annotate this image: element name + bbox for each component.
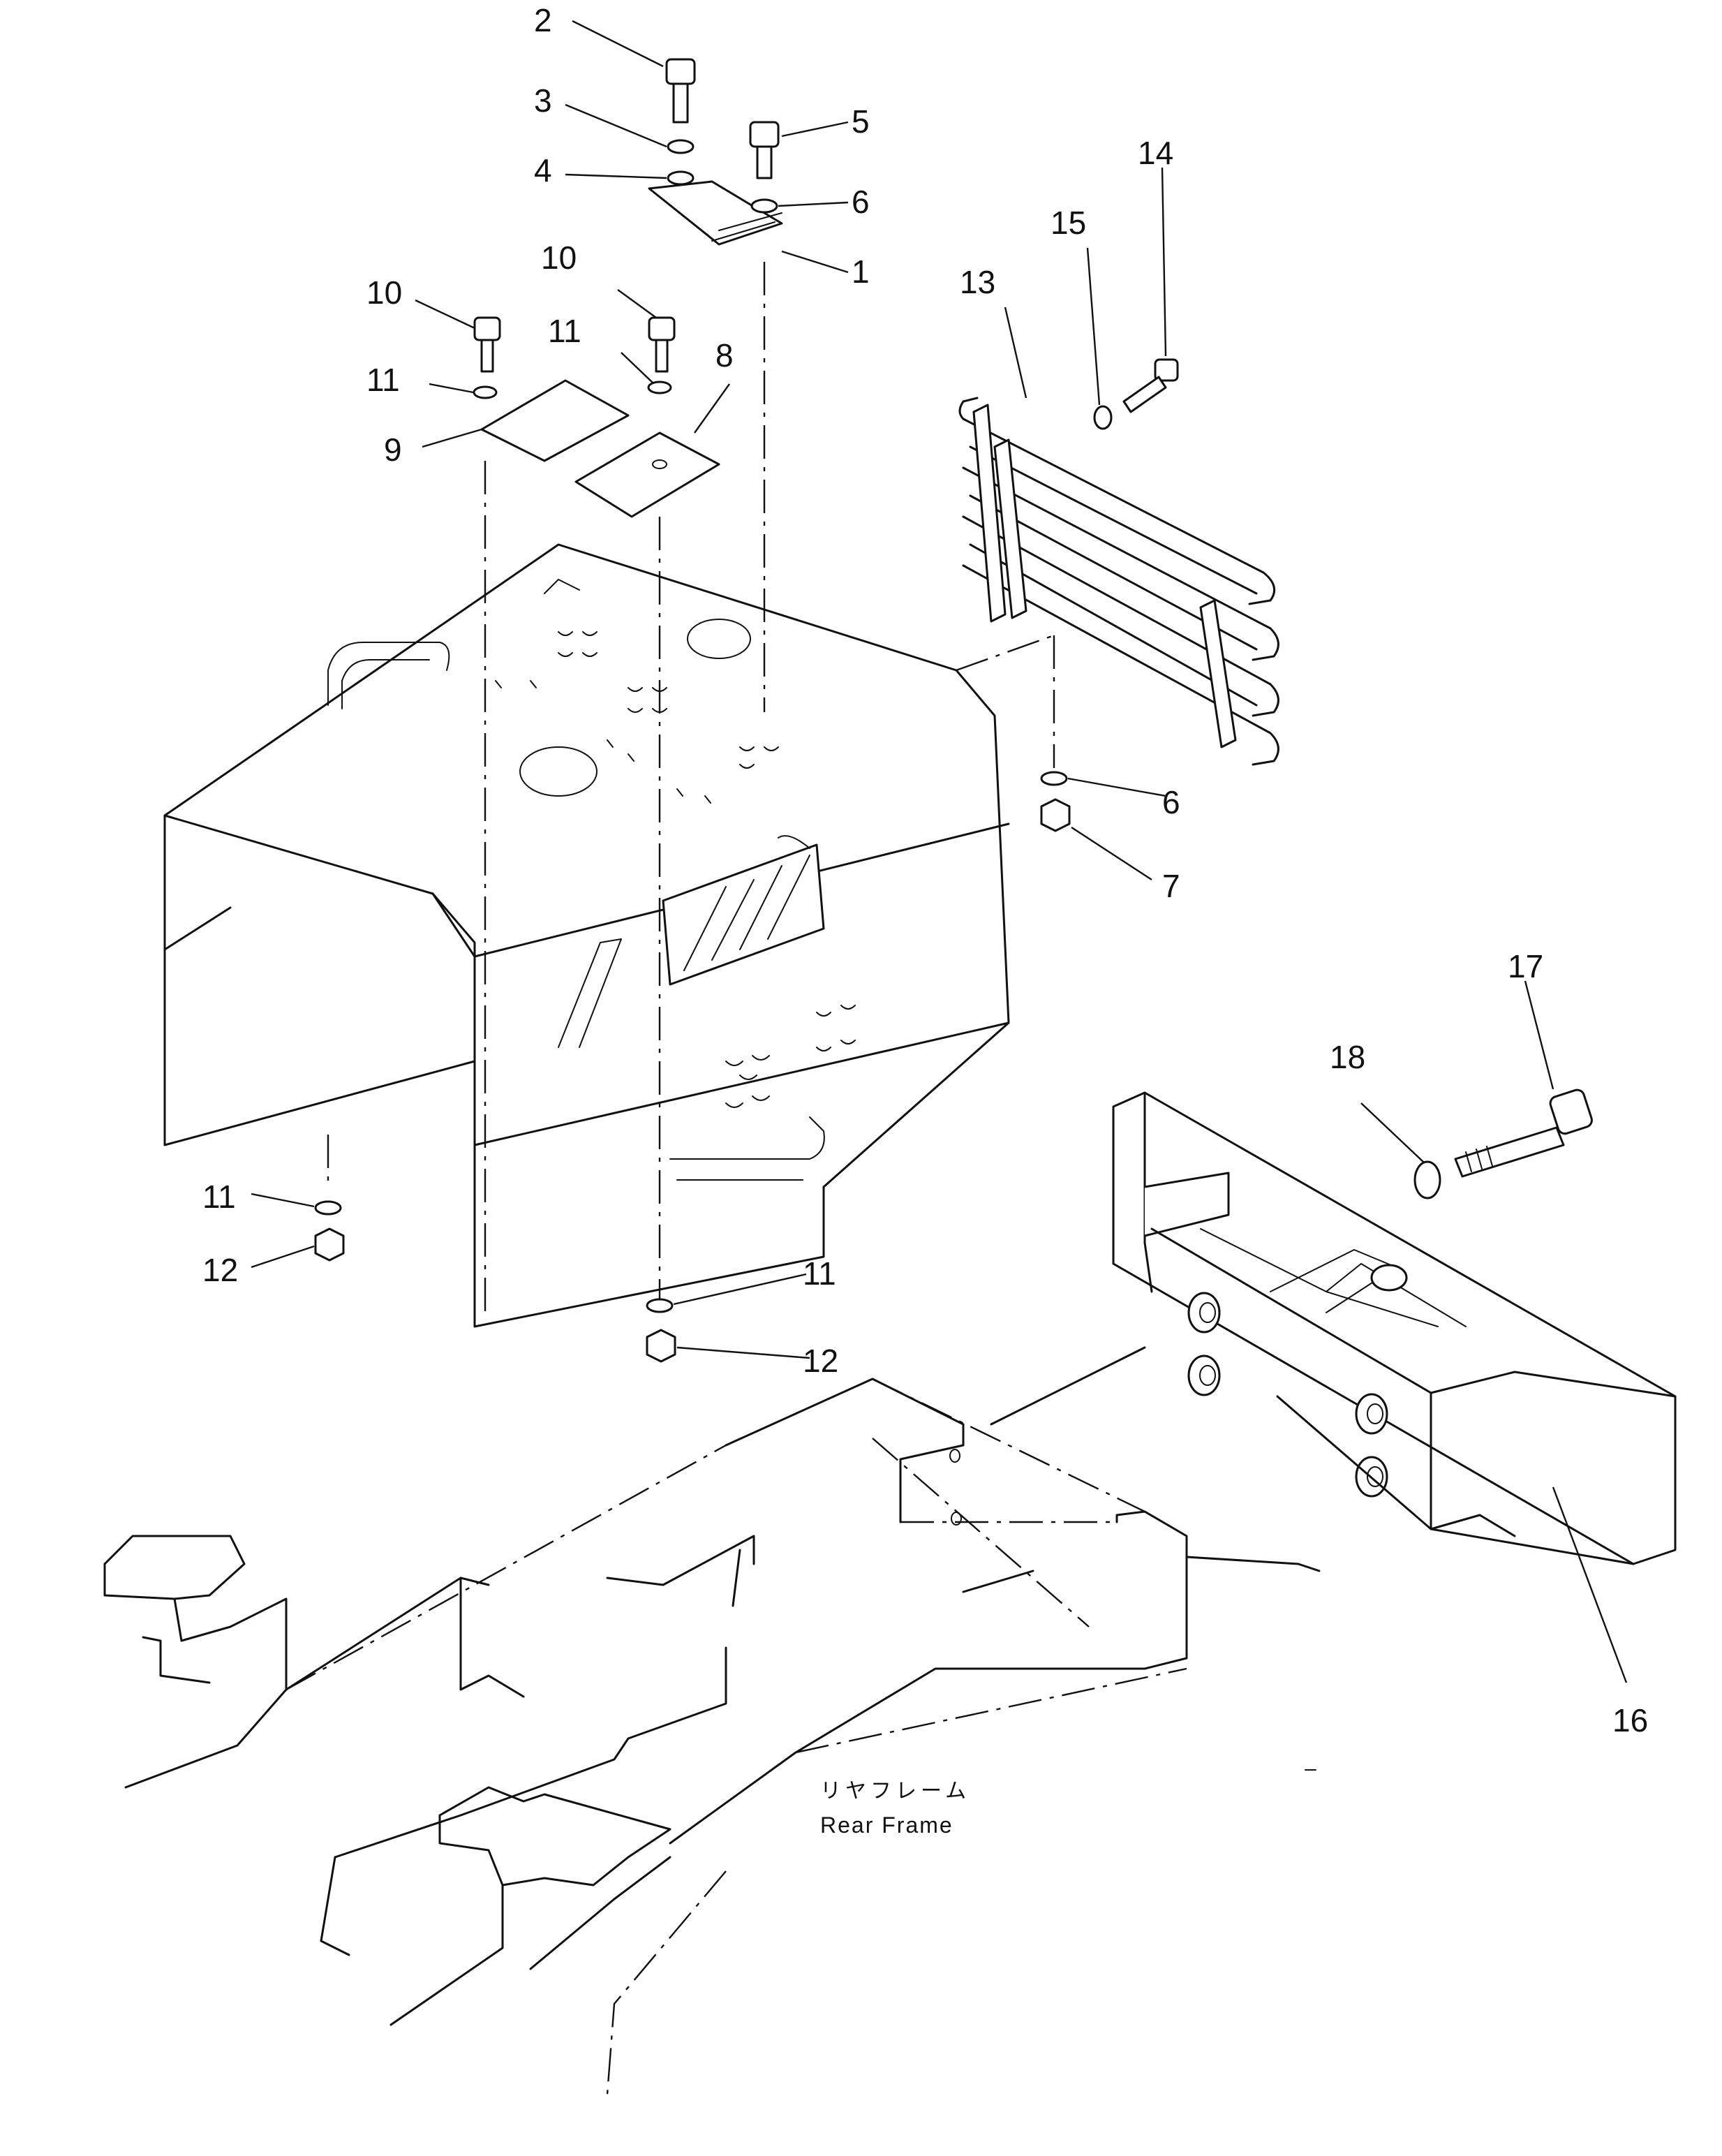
callout-11-c: 11 bbox=[202, 1179, 236, 1215]
hinge-plate bbox=[648, 180, 783, 246]
callout-leaders bbox=[251, 20, 1628, 1683]
washer-6-top bbox=[750, 198, 778, 214]
callout-17: 17 bbox=[1508, 948, 1543, 984]
hood-assembly bbox=[163, 543, 1010, 1328]
bolts-10 bbox=[473, 316, 676, 373]
washer-11-d bbox=[646, 1298, 674, 1313]
callout-1: 1 bbox=[852, 253, 870, 290]
washer-6-lower bbox=[1040, 771, 1068, 786]
washer-15 bbox=[1093, 405, 1113, 430]
callout-3: 3 bbox=[534, 82, 552, 119]
callout-10-b: 10 bbox=[541, 239, 577, 276]
callout-10-a: 10 bbox=[366, 274, 402, 311]
callout-6-top: 6 bbox=[852, 184, 870, 220]
callout-11-a: 11 bbox=[366, 362, 400, 398]
callout-12-a: 12 bbox=[202, 1252, 238, 1288]
washers-3-4 bbox=[667, 139, 695, 186]
callout-11-b: 11 bbox=[548, 313, 581, 349]
bolt-14 bbox=[1122, 358, 1179, 413]
cover-plate-9 bbox=[480, 379, 630, 462]
rear-frame bbox=[103, 1346, 1321, 2095]
callout-13: 13 bbox=[960, 264, 995, 300]
callout-16: 16 bbox=[1612, 1702, 1648, 1738]
nut-7 bbox=[1040, 798, 1071, 832]
bolt-2 bbox=[665, 58, 696, 124]
callout-9: 9 bbox=[384, 431, 402, 468]
callout-4: 4 bbox=[534, 152, 552, 189]
ladder-guard bbox=[958, 397, 1279, 766]
callout-18: 18 bbox=[1330, 1039, 1365, 1075]
frame-label-en: Rear Frame bbox=[820, 1812, 953, 1838]
washer-18 bbox=[1413, 1160, 1441, 1199]
callout-14: 14 bbox=[1138, 135, 1173, 171]
callout-7: 7 bbox=[1162, 868, 1180, 904]
counterweight bbox=[1112, 1091, 1677, 1565]
callout-12-b: 12 bbox=[803, 1343, 838, 1379]
callout-15: 15 bbox=[1051, 205, 1086, 241]
callout-2: 2 bbox=[534, 2, 552, 38]
callout-5: 5 bbox=[852, 103, 870, 140]
washer-11-a bbox=[473, 385, 498, 399]
washer-11-b bbox=[647, 381, 672, 394]
callout-labels: 2 3 4 5 6 1 10 10 11 11 8 9 13 15 14 6 7… bbox=[202, 2, 1648, 1738]
callout-6-lower: 6 bbox=[1162, 784, 1180, 820]
washer-11-c bbox=[314, 1200, 342, 1216]
assembly-lines bbox=[327, 262, 1055, 1313]
nut-12-a bbox=[314, 1227, 345, 1262]
nut-12-b bbox=[646, 1329, 676, 1363]
bolt-17 bbox=[1454, 1088, 1593, 1178]
frame-label-jp: リヤフレーム bbox=[820, 1780, 970, 1803]
cover-plate-8 bbox=[574, 431, 720, 518]
callout-8: 8 bbox=[715, 337, 734, 374]
callout-11-d: 11 bbox=[803, 1255, 836, 1292]
rear-frame-label: リヤフレーム Rear Frame bbox=[820, 1780, 970, 1838]
bolt-5 bbox=[749, 121, 780, 179]
